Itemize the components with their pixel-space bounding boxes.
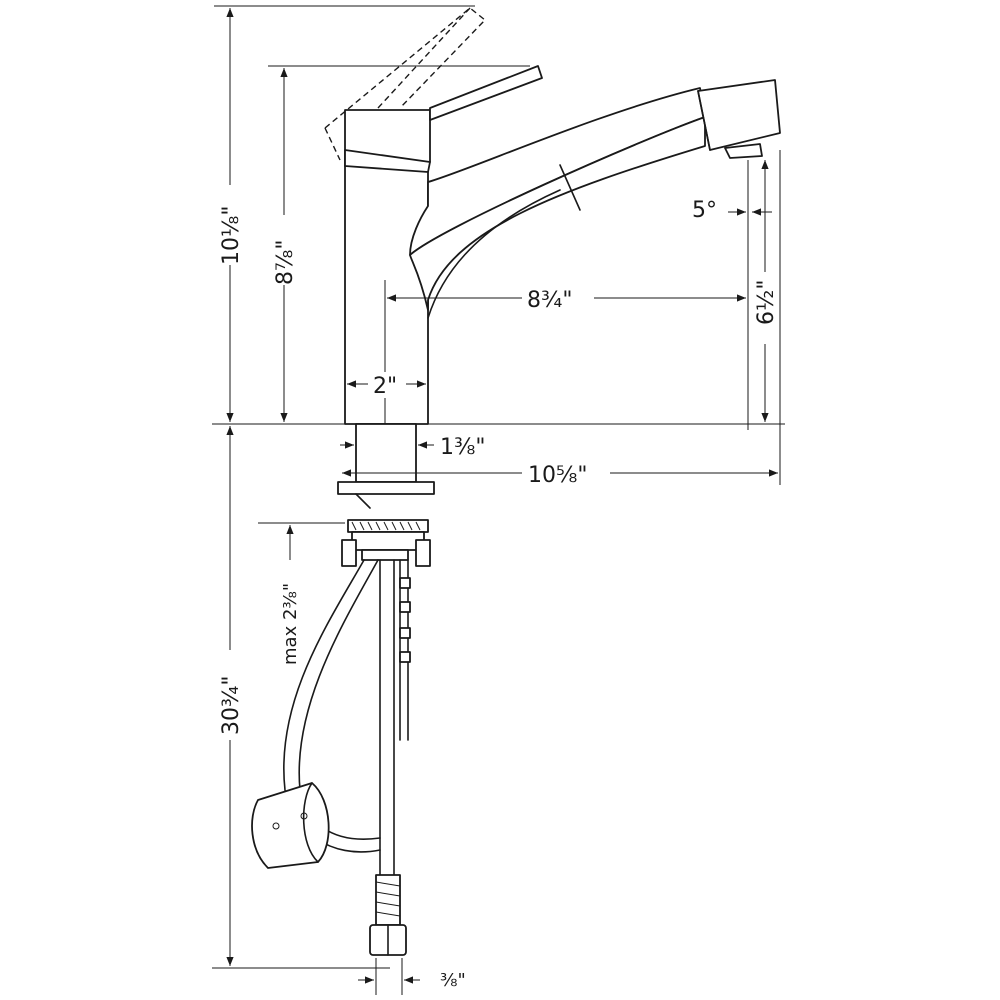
label-overall-reach: 10⅝"	[528, 463, 587, 488]
label-overall-height: 10⅛"	[219, 206, 244, 265]
label-body-diameter: 2"	[373, 374, 397, 399]
label-spray-angle: 5°	[692, 198, 717, 223]
faucet-body	[324, 7, 781, 425]
label-spout-height: 8⅞"	[273, 240, 298, 285]
supply-hoses	[251, 559, 411, 956]
label-supply-connection: ⅜"	[440, 970, 466, 991]
label-aerator-height: 6½"	[754, 280, 779, 325]
label-max-deck-thickness: max 2⅜"	[280, 583, 301, 665]
label-reach: 8¾"	[527, 288, 572, 313]
label-shank-diameter: 1⅜"	[440, 435, 485, 460]
label-hose-length: 30¾"	[219, 676, 244, 735]
